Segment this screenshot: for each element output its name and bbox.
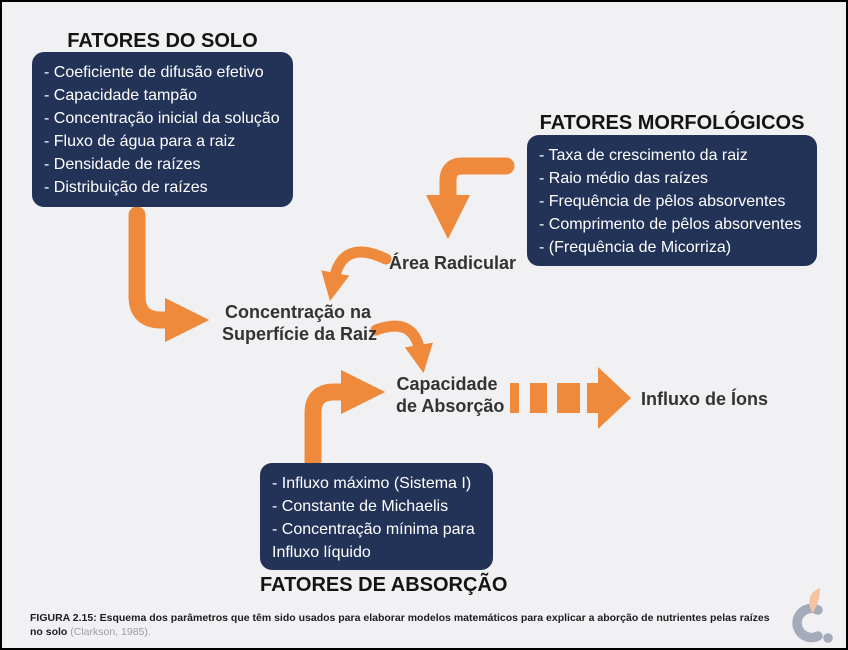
solo-box-title: FATORES DO SOLO bbox=[67, 30, 258, 52]
arrow-morfologicos-to-area-radicular bbox=[425, 157, 515, 240]
node-capacidade: Capacidade de Absorção bbox=[396, 373, 505, 417]
node-concentracao-line1: Concentração na bbox=[224, 302, 372, 322]
solo-item: - Coeficiente de difusão efetivo bbox=[44, 64, 264, 81]
arrow-area-radicular-to-concentracao bbox=[321, 246, 392, 302]
node-capacidade-line1: Capacidade bbox=[396, 374, 498, 394]
absorcao-item: Influxo líquido bbox=[272, 544, 371, 561]
morfologicos-item: - Raio médio das raízes bbox=[539, 170, 708, 187]
absorcao-item: - Concentração mínima para bbox=[272, 521, 475, 538]
node-influxo-ions: Influxo de Íons bbox=[641, 389, 769, 409]
absorcao-box-title: FATORES DE ABSORÇÃO bbox=[260, 574, 508, 596]
solo-item: - Distribuição de raízes bbox=[44, 179, 208, 196]
arrow-capacidade-to-influxo-dashed bbox=[510, 367, 631, 429]
arrow-absorcao-to-capacidade bbox=[304, 369, 386, 470]
absorcao-item: - Constante de Michaelis bbox=[272, 498, 449, 515]
morfologicos-item: - (Frequência de Micorriza) bbox=[539, 239, 732, 256]
absorcao-box: - Influxo máximo (Sistema I) - Constante… bbox=[260, 463, 493, 570]
solo-item: - Densidade de raízes bbox=[44, 156, 201, 173]
morfologicos-item: - Frequência de pêlos absorventes bbox=[539, 193, 786, 210]
solo-box: - Coeficiente de difusão efetivo - Capac… bbox=[32, 52, 293, 207]
solo-item: - Fluxo de água para a raiz bbox=[44, 133, 236, 150]
solo-item: - Capacidade tampão bbox=[44, 87, 197, 104]
absorcao-item: - Influxo máximo (Sistema I) bbox=[272, 475, 472, 492]
morfologicos-item: - Comprimento de pêlos absorventes bbox=[539, 216, 802, 233]
arrow-solo-to-concentracao bbox=[128, 206, 210, 343]
c-dot-flame-logo bbox=[792, 588, 833, 643]
figure-caption-text: FIGURA 2.15: Esquema dos parâmetros que … bbox=[30, 612, 770, 638]
solo-item: - Concentração inicial da solução bbox=[44, 110, 280, 127]
node-concentracao-line2: Superfície da Raiz bbox=[222, 324, 378, 344]
node-area-radicular: Área Radicular bbox=[389, 253, 517, 273]
node-concentracao: Concentração na Superfície da Raiz bbox=[222, 301, 378, 345]
morfologicos-item: - Taxa de crescimento da raiz bbox=[539, 147, 748, 164]
morfologicos-box-title: FATORES MORFOLÓGICOS bbox=[539, 112, 805, 134]
figure-caption: FIGURA 2.15: Esquema dos parâmetros que … bbox=[30, 611, 780, 639]
figure-caption-cite: (Clarkson, 1985). bbox=[70, 626, 151, 638]
node-capacidade-line2: de Absorção bbox=[396, 396, 505, 416]
arrow-concentracao-to-capacidade bbox=[370, 320, 433, 374]
morfologicos-box: - Taxa de crescimento da raiz - Raio méd… bbox=[527, 135, 817, 266]
